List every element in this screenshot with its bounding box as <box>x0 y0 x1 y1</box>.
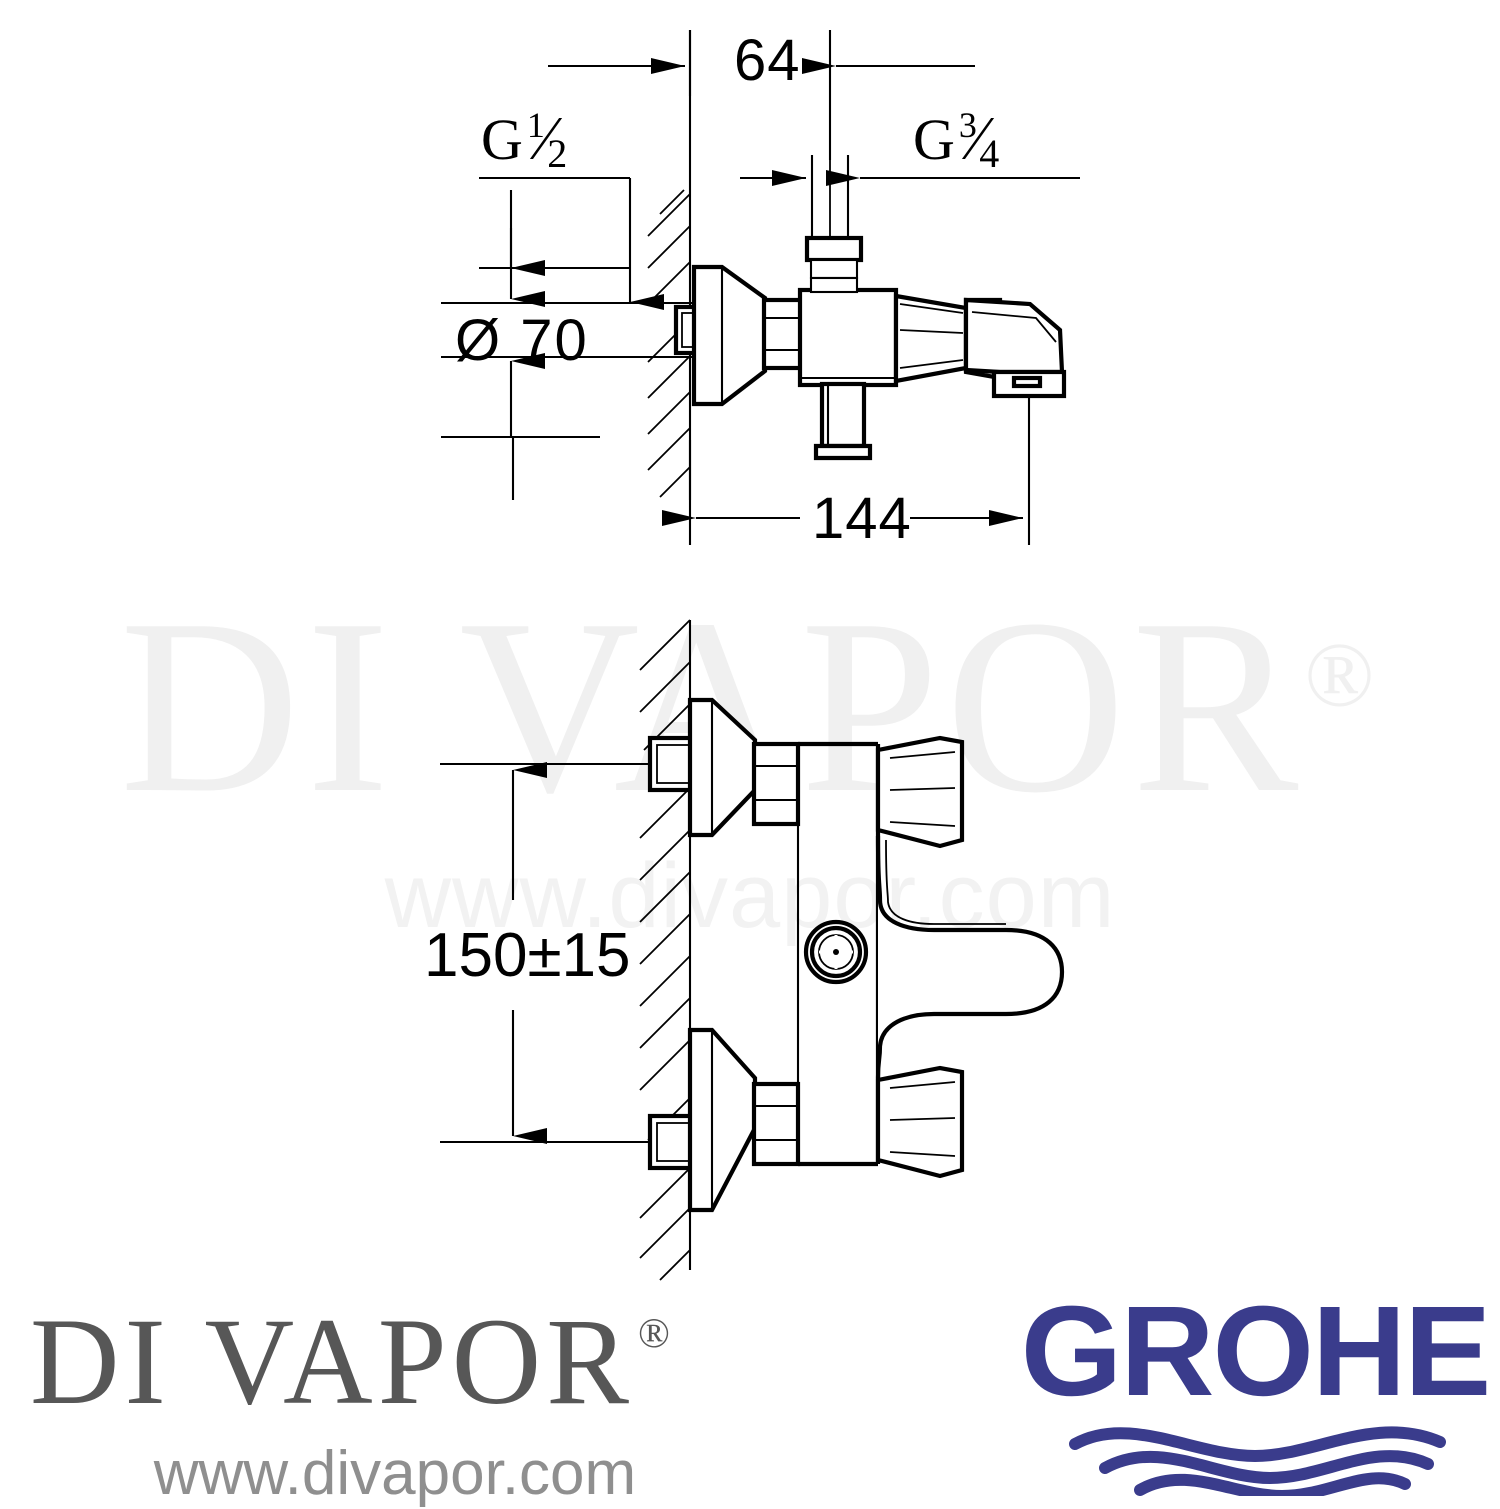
dimension-diameter-70 <box>441 228 676 500</box>
divapor-url-text: www.divapor.com <box>153 1439 637 1508</box>
escutcheon-cone-side <box>691 264 768 407</box>
thread-g34-denominator: 4 <box>979 131 1000 176</box>
leader-g12 <box>479 176 664 310</box>
shower-outlet-pipe <box>804 155 864 294</box>
thread-g12-numerator: 1 <box>526 104 545 145</box>
diverter-button-front <box>803 919 869 985</box>
thread-g34-letter: G <box>913 107 955 172</box>
dimension-150-plusminus-15 <box>440 762 650 1144</box>
diverter-spindle-side <box>813 381 873 461</box>
dimension-label-150: 150±15 <box>424 921 631 990</box>
grohe-wave-emblem <box>1069 1426 1446 1503</box>
divapor-registered-mark: ® <box>637 1310 675 1357</box>
lower-inlet-assembly <box>647 1027 801 1213</box>
divapor-logo: DI VAPOR® www.divapor.com <box>30 1300 760 1509</box>
watermark-registered-mark: ® <box>1304 623 1381 726</box>
escutcheon-cone-upper <box>687 697 758 838</box>
spout-highlight <box>971 311 1057 343</box>
grohe-logo: GROHE <box>1020 1288 1491 1503</box>
handle-upper-front <box>875 735 965 849</box>
hex-nut-upper <box>751 741 801 827</box>
dimension-label-diameter-70: Ø 70 <box>455 308 589 373</box>
spout-front <box>875 835 1065 1079</box>
handle-flutes-side <box>899 303 964 369</box>
thread-g12-slash: ⁄ <box>540 105 552 173</box>
side-view-group <box>441 30 1080 545</box>
dimension-label-144: 144 <box>812 486 912 551</box>
aerator-slot <box>1011 375 1043 389</box>
dimension-144 <box>662 396 1031 545</box>
grohe-wordmark: GROHE <box>1020 1280 1492 1423</box>
divapor-name-text: DI VAPOR <box>30 1293 634 1430</box>
divapor-wordmark: DI VAPOR® <box>30 1300 760 1424</box>
spout-side <box>963 297 1065 375</box>
hex-nut-lower <box>751 1081 801 1167</box>
hex-nut-side <box>761 297 805 371</box>
escutcheon-cone-lower <box>687 1027 758 1213</box>
upper-inlet-assembly <box>647 697 801 838</box>
front-view-group <box>440 619 1065 1281</box>
thread-g12-letter: G <box>481 107 523 172</box>
handle-lower-front <box>875 1065 965 1179</box>
thread-g12-denominator: 2 <box>547 131 568 176</box>
thread-g34-numerator: 3 <box>958 104 977 145</box>
dimension-label-64: 64 <box>734 28 801 93</box>
thread-g34-slash: ⁄ <box>972 105 984 173</box>
watermark-url: www.divapor.com <box>384 845 1116 947</box>
mixer-body-side <box>797 287 899 388</box>
dimension-64 <box>548 30 975 160</box>
wall-hatching-front <box>639 619 691 1281</box>
